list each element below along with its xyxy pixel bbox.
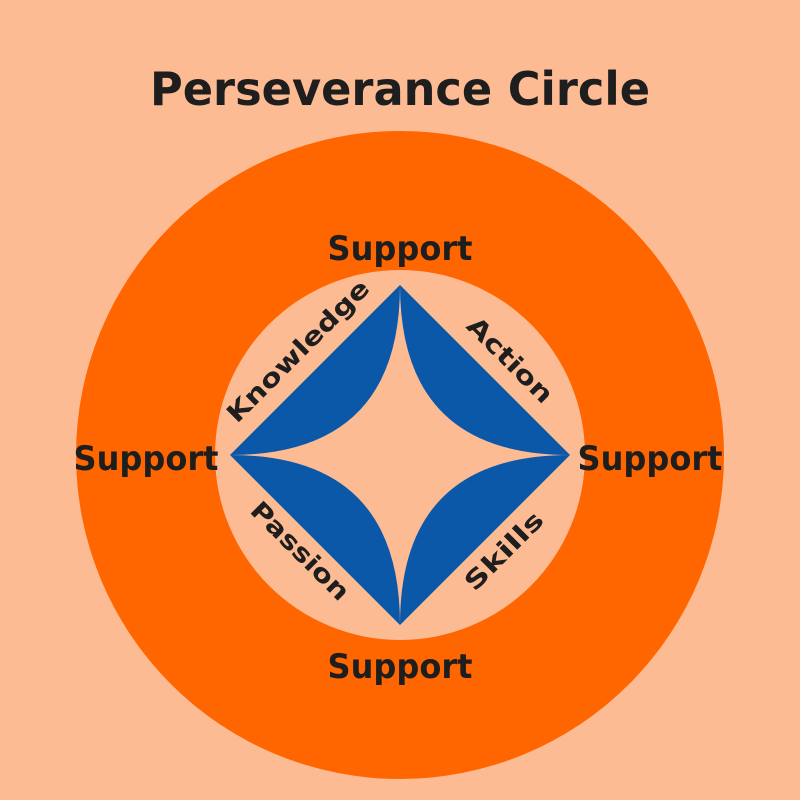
- support-label-right: Support: [578, 439, 723, 479]
- support-label-top: Support: [328, 229, 473, 269]
- support-label-bottom: Support: [328, 647, 473, 687]
- page-title: Perseverance Circle: [150, 62, 650, 116]
- star-inner-cutout: [230, 285, 570, 625]
- support-label-left: Support: [74, 439, 219, 479]
